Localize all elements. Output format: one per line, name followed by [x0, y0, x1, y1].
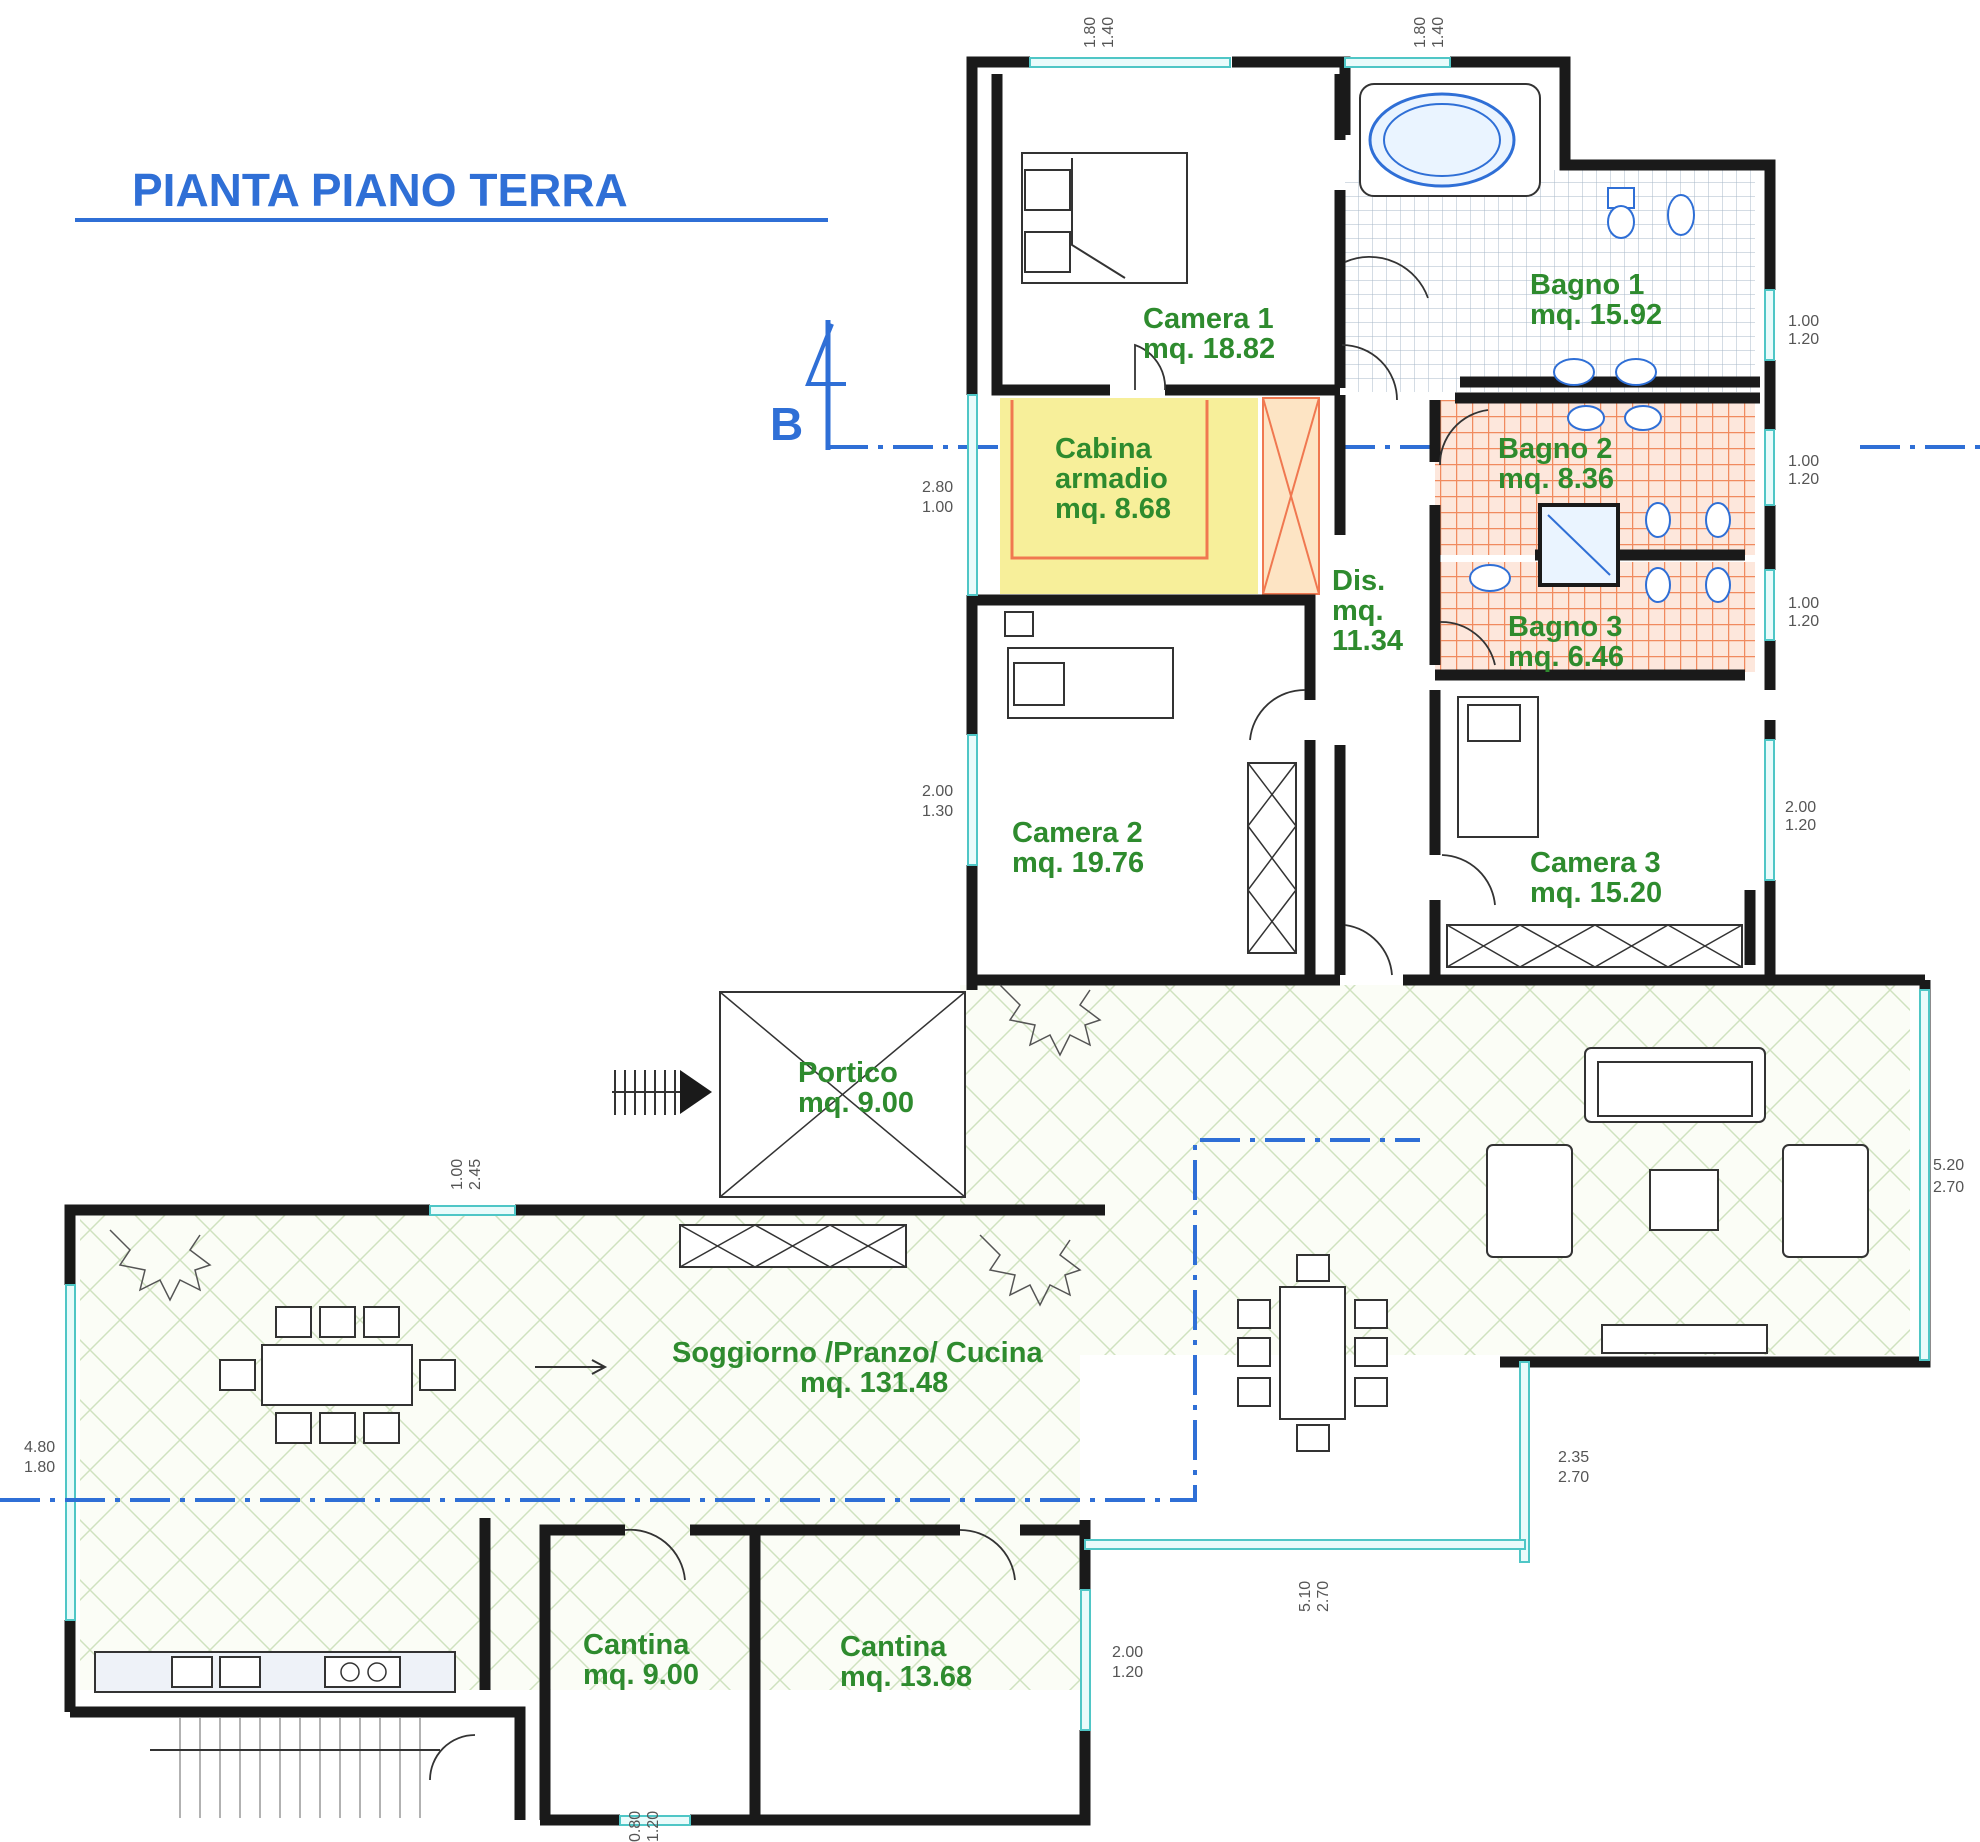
svg-text:2.00: 2.00: [922, 783, 953, 800]
cabina-fill: [1000, 398, 1258, 594]
svg-text:1.00: 1.00: [1788, 595, 1819, 612]
svg-text:2.70: 2.70: [1933, 1179, 1964, 1196]
camera1-name: Camera 1: [1143, 303, 1274, 335]
cantina2-area: mq. 13.68: [840, 1661, 972, 1693]
entrance-steps: [612, 1070, 712, 1115]
bagno2-name: Bagno 2: [1498, 433, 1612, 465]
section-letter: B: [770, 398, 803, 450]
svg-text:1.20: 1.20: [645, 1811, 662, 1842]
soggiorno-name: Soggiorno /Pranzo/ Cucina: [672, 1337, 1043, 1369]
camera1-area: mq. 18.82: [1143, 333, 1275, 365]
living-sofas: [1486, 1047, 1869, 1354]
svg-text:1.80: 1.80: [1412, 17, 1429, 48]
svg-text:2.35: 2.35: [1558, 1449, 1589, 1466]
svg-text:1.00: 1.00: [449, 1159, 466, 1190]
windows: [65, 57, 1930, 1826]
plan-title: PIANTA PIANO TERRA: [132, 164, 628, 216]
bagno1-name: Bagno 1: [1530, 269, 1644, 301]
soggiorno-area: mq. 131.48: [800, 1367, 948, 1399]
bagno2-area: mq. 8.36: [1498, 463, 1614, 495]
doors: [429, 255, 1496, 1781]
dis-name: Dis.: [1332, 565, 1385, 597]
kitchen-counter: [94, 1651, 456, 1693]
room-labels: Camera 1 mq. 18.82 Bagno 1 mq. 15.92 Cab…: [583, 269, 1662, 1693]
cabina-name2: armadio: [1055, 463, 1168, 495]
svg-text:5.10: 5.10: [1297, 1581, 1314, 1612]
walls: [64, 56, 1931, 1826]
cantina2-name: Cantina: [840, 1631, 947, 1663]
bagno3-area: mq. 6.46: [1508, 641, 1624, 673]
dis-area1: mq.: [1332, 595, 1384, 627]
cabina-area: mq. 8.68: [1055, 493, 1171, 525]
svg-text:1.20: 1.20: [1788, 471, 1819, 488]
bagno23-fixtures: [1469, 405, 1731, 603]
svg-text:1.20: 1.20: [1785, 817, 1816, 834]
bagno3-name: Bagno 3: [1508, 611, 1622, 643]
svg-text:2.70: 2.70: [1315, 1581, 1332, 1612]
living-floor: [80, 1210, 1080, 1690]
stairs-bottom: [150, 1718, 510, 1818]
camera2-name: Camera 2: [1012, 817, 1143, 849]
svg-text:1.00: 1.00: [1788, 453, 1819, 470]
plant-icon: [109, 984, 1102, 1307]
svg-text:2.00: 2.00: [1785, 799, 1816, 816]
bed-camera1: [1021, 152, 1188, 284]
portico-area: mq. 9.00: [798, 1087, 914, 1119]
svg-text:2.45: 2.45: [467, 1159, 484, 1190]
cantina1-name: Cantina: [583, 1629, 690, 1661]
svg-text:1.00: 1.00: [1788, 313, 1819, 330]
svg-text:2.70: 2.70: [1558, 1469, 1589, 1486]
bagno1-fixtures: [1553, 187, 1695, 386]
svg-text:1.40: 1.40: [1100, 17, 1117, 48]
dis-area2: 11.34: [1332, 625, 1403, 657]
entry-arrow: [535, 1359, 608, 1375]
svg-text:1.20: 1.20: [1788, 613, 1819, 630]
dining-right: [1237, 1254, 1388, 1452]
svg-text:2.00: 2.00: [1112, 1644, 1143, 1661]
camera2-area: mq. 19.76: [1012, 847, 1144, 879]
camera3-name: Camera 3: [1530, 847, 1661, 879]
bed-camera2: [1004, 611, 1297, 954]
bed-camera3: [1446, 696, 1743, 968]
svg-text:1.80: 1.80: [1082, 17, 1099, 48]
camera3-area: mq. 15.20: [1530, 877, 1662, 909]
svg-text:1.40: 1.40: [1430, 17, 1447, 48]
svg-text:5.20: 5.20: [1933, 1157, 1964, 1174]
portico-name: Portico: [798, 1057, 898, 1089]
svg-text:0.80: 0.80: [627, 1811, 644, 1842]
svg-text:4.80: 4.80: [24, 1439, 55, 1456]
dining-left: [219, 1306, 456, 1444]
bagno1-area: mq. 15.92: [1530, 299, 1662, 331]
cabina-name1: Cabina: [1055, 433, 1153, 465]
bathtub-icon: [1359, 83, 1541, 197]
section-line-living: [0, 1138, 1420, 1502]
svg-text:1.30: 1.30: [922, 803, 953, 820]
svg-text:1.20: 1.20: [1112, 1664, 1143, 1681]
section-marker-top: B: [770, 320, 1980, 450]
living-cabinet: [679, 1224, 907, 1268]
cantina1-area: mq. 9.00: [583, 1659, 699, 1691]
svg-text:1.20: 1.20: [1788, 331, 1819, 348]
terrace-floor: [960, 985, 1910, 1355]
svg-text:1.00: 1.00: [922, 499, 953, 516]
svg-text:2.80: 2.80: [922, 479, 953, 496]
svg-text:1.80: 1.80: [24, 1459, 55, 1476]
